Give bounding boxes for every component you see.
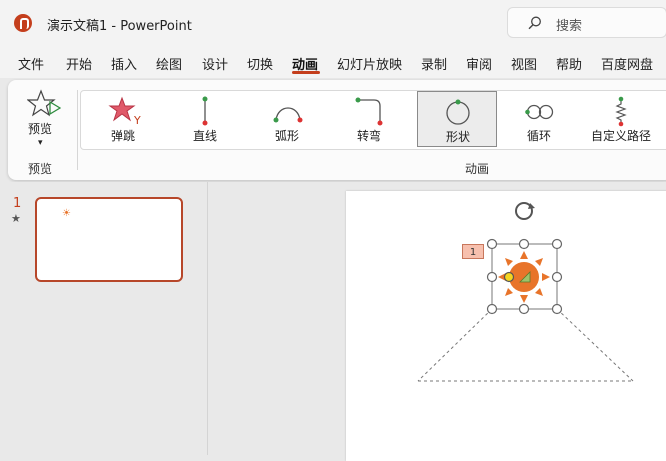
sun-thumbnail-icon: ☀ xyxy=(62,208,71,219)
tab-animations[interactable]: 动画 xyxy=(292,58,319,73)
rotate-handle[interactable] xyxy=(515,202,535,220)
animation-shape[interactable]: 形状 xyxy=(417,91,497,147)
animation-arc[interactable]: 弧形 xyxy=(247,91,327,147)
adjust-handle[interactable] xyxy=(503,271,515,283)
tab-help[interactable]: 帮助 xyxy=(556,58,583,73)
animation-label: 弧形 xyxy=(274,129,299,143)
tab-transitions[interactable]: 切换 xyxy=(247,58,274,73)
animation-label: 形状 xyxy=(445,130,470,144)
animation-group-label: 动画 xyxy=(465,162,490,176)
tab-view[interactable]: 视图 xyxy=(511,58,538,73)
search-box[interactable]: 搜索 xyxy=(507,7,666,38)
tab-baidu-netdisk[interactable]: 百度网盘 xyxy=(601,58,654,73)
title-bar: 演示文稿1 - PowerPoint 搜索 xyxy=(0,0,666,46)
animation-star-icon: ★ xyxy=(11,212,21,225)
chevron-down-icon[interactable]: ▾ xyxy=(38,138,43,148)
motion-path[interactable] xyxy=(417,308,634,382)
tab-design[interactable]: 设计 xyxy=(202,58,229,73)
resize-handles[interactable] xyxy=(486,238,563,315)
loop-path-icon xyxy=(525,104,554,120)
animation-gallery: Y 弹跳 直线 弧形 转弯 xyxy=(80,90,666,150)
animation-turn[interactable]: 转弯 xyxy=(329,91,409,147)
search-placeholder: 搜索 xyxy=(556,19,583,34)
window-title: 演示文稿1 - PowerPoint xyxy=(47,19,192,34)
preview-button[interactable] xyxy=(25,88,73,158)
sun-shape[interactable] xyxy=(498,251,550,303)
slide-canvas[interactable] xyxy=(346,191,666,461)
ribbon: 预览 ▾ 预览 Y 弹跳 直线 弧形 xyxy=(8,80,666,180)
animation-custom-path[interactable]: 自定义路径 xyxy=(581,91,661,147)
svg-text:Y: Y xyxy=(133,114,141,126)
tab-record[interactable]: 录制 xyxy=(421,58,448,73)
shape-path-icon xyxy=(446,99,470,125)
animation-label: 自定义路径 xyxy=(590,129,651,143)
animation-bounce[interactable]: Y 弹跳 xyxy=(83,91,163,147)
animation-loop[interactable]: 循环 xyxy=(499,91,579,147)
preview-label: 预览 xyxy=(28,122,53,136)
preview-group-label: 预览 xyxy=(28,162,53,176)
animation-line[interactable]: 直线 xyxy=(165,91,245,147)
animation-label: 直线 xyxy=(192,129,217,143)
line-path-icon xyxy=(202,96,208,126)
tab-file[interactable]: 文件 xyxy=(18,58,45,73)
arc-path-icon xyxy=(273,107,303,123)
tab-home[interactable]: 开始 xyxy=(66,58,93,73)
animation-label: 弹跳 xyxy=(110,129,135,143)
search-icon xyxy=(528,16,541,30)
animation-label: 循环 xyxy=(526,129,551,143)
animation-order-tag[interactable]: 1 xyxy=(462,244,484,259)
tab-review[interactable]: 审阅 xyxy=(466,58,493,73)
tab-draw[interactable]: 绘图 xyxy=(156,58,183,73)
ribbon-tabs: 文件 开始 插入 绘图 设计 切换 动画 幻灯片放映 录制 审阅 视图 帮助 百… xyxy=(0,46,666,78)
animation-label: 转弯 xyxy=(356,129,381,143)
slide-thumbnail-1[interactable] xyxy=(35,197,183,282)
active-tab-indicator xyxy=(292,71,320,74)
powerpoint-app-icon[interactable] xyxy=(14,14,32,32)
bounce-icon: Y xyxy=(108,96,141,126)
group-separator xyxy=(77,90,78,170)
turn-path-icon xyxy=(355,97,383,126)
tab-slideshow[interactable]: 幻灯片放映 xyxy=(337,58,403,73)
preview-star-icon xyxy=(27,89,61,117)
tab-insert[interactable]: 插入 xyxy=(111,58,138,73)
slide-number: 1 xyxy=(13,196,22,211)
custom-path-icon xyxy=(615,96,627,127)
